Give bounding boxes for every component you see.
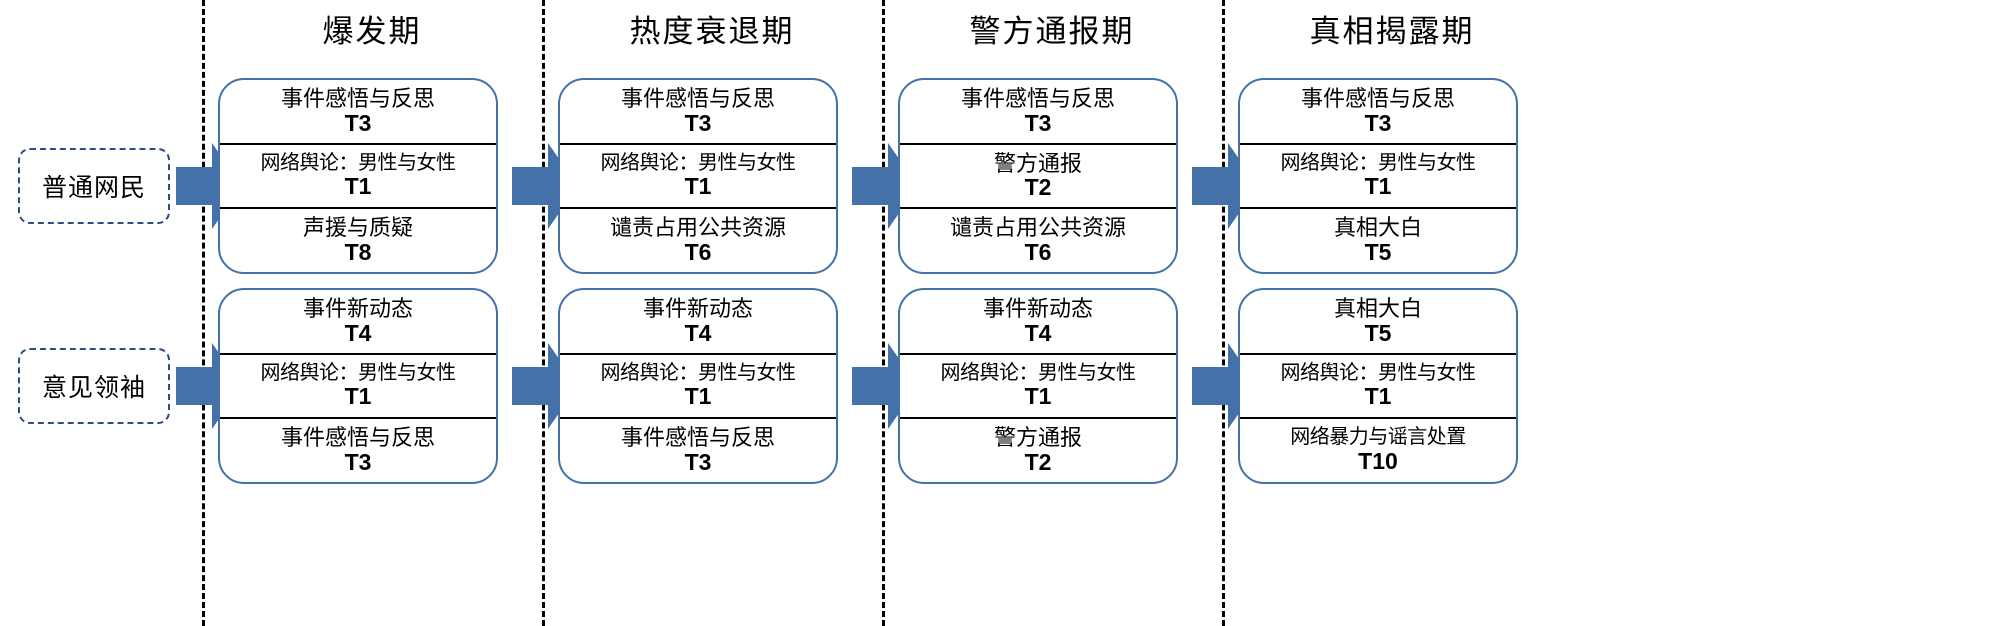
topic-title: 事件感悟与反思 bbox=[620, 86, 775, 112]
topic-code: T1 bbox=[1364, 173, 1392, 200]
topic-row[interactable]: 真相大白 T5 bbox=[1240, 209, 1516, 272]
topic-title: 声援与质疑 bbox=[302, 215, 413, 241]
topic-card[interactable]: 事件感悟与反思 T3 网络舆论：男性与女性 T1 谴责占用公共资源 T6 bbox=[558, 78, 838, 274]
topic-title: 谴责占用公共资源 bbox=[609, 215, 786, 241]
topic-code: T1 bbox=[344, 173, 372, 200]
topic-code: T3 bbox=[1364, 109, 1392, 136]
topic-row[interactable]: 谴责占用公共资源 T6 bbox=[560, 209, 836, 272]
phase-header-label: 爆发期 bbox=[322, 14, 422, 49]
topic-title: 事件感悟与反思 bbox=[1300, 86, 1455, 112]
topic-row[interactable]: 警方通报 T2 bbox=[900, 145, 1176, 210]
topic-code: T1 bbox=[1024, 383, 1052, 410]
topic-title: 网络舆论：男性与女性 bbox=[1280, 361, 1477, 384]
actor-label-ordinary-netizen: 普通网民 bbox=[18, 148, 170, 224]
topic-row[interactable]: 网络舆论：男性与女性 T1 bbox=[1240, 355, 1516, 420]
phase-header-3: 警方通报期 bbox=[882, 8, 1222, 56]
topic-card[interactable]: 事件感悟与反思 T3 网络舆论：男性与女性 T1 真相大白 T5 bbox=[1238, 78, 1518, 274]
topic-code: T1 bbox=[1364, 383, 1392, 410]
phase-header-1: 爆发期 bbox=[202, 8, 542, 56]
topic-row[interactable]: 网络舆论：男性与女性 T1 bbox=[560, 355, 836, 420]
topic-row[interactable]: 事件新动态 T4 bbox=[560, 290, 836, 355]
topic-title: 事件感悟与反思 bbox=[620, 425, 775, 451]
topic-title: 网络舆论：男性与女性 bbox=[600, 361, 797, 384]
topic-title: 事件感悟与反思 bbox=[280, 425, 435, 451]
topic-row[interactable]: 网络舆论：男性与女性 T1 bbox=[1240, 145, 1516, 210]
phase-divider-1 bbox=[202, 0, 205, 626]
phase-header-label: 警方通报期 bbox=[969, 14, 1135, 49]
phase-header-4: 真相揭露期 bbox=[1222, 8, 1562, 56]
topic-row[interactable]: 事件感悟与反思 T3 bbox=[900, 80, 1176, 145]
topic-row[interactable]: 事件感悟与反思 T3 bbox=[1240, 80, 1516, 145]
topic-code: T8 bbox=[344, 239, 372, 266]
topic-row[interactable]: 事件新动态 T4 bbox=[900, 290, 1176, 355]
phase-header-label: 热度衰退期 bbox=[629, 14, 795, 49]
topic-code: T5 bbox=[1364, 239, 1392, 266]
topic-card[interactable]: 事件新动态 T4 网络舆论：男性与女性 T1 事件感悟与反思 T3 bbox=[558, 288, 838, 484]
topic-card[interactable]: 事件感悟与反思 T3 网络舆论：男性与女性 T1 声援与质疑 T8 bbox=[218, 78, 498, 274]
topic-card[interactable]: 事件感悟与反思 T3 警方通报 T2 谴责占用公共资源 T6 bbox=[898, 78, 1178, 274]
topic-code: T2 bbox=[1024, 174, 1052, 201]
topic-code: T1 bbox=[344, 383, 372, 410]
topic-code: T10 bbox=[1358, 448, 1398, 475]
topic-code: T1 bbox=[684, 383, 712, 410]
topic-row[interactable]: 网络舆论：男性与女性 T1 bbox=[900, 355, 1176, 420]
topic-title: 网络舆论：男性与女性 bbox=[940, 361, 1137, 384]
topic-row[interactable]: 声援与质疑 T8 bbox=[220, 209, 496, 272]
topic-title: 网络舆论：男性与女性 bbox=[260, 361, 457, 384]
topic-row[interactable]: 事件感悟与反思 T3 bbox=[220, 419, 496, 482]
phase-header-2: 热度衰退期 bbox=[542, 8, 882, 56]
topic-title: 事件新动态 bbox=[982, 296, 1093, 322]
topic-title: 网络舆论：男性与女性 bbox=[600, 151, 797, 174]
topic-title: 网络舆论：男性与女性 bbox=[260, 151, 457, 174]
topic-row[interactable]: 谴责占用公共资源 T6 bbox=[900, 209, 1176, 272]
topic-row[interactable]: 真相大白 T5 bbox=[1240, 290, 1516, 355]
phase-divider-4 bbox=[1222, 0, 1225, 626]
phase-divider-2 bbox=[542, 0, 545, 626]
topic-code: T6 bbox=[1024, 239, 1052, 266]
topic-row[interactable]: 网络舆论：男性与女性 T1 bbox=[560, 145, 836, 210]
topic-title: 网络暴力与谣言处置 bbox=[1290, 426, 1466, 449]
phase-divider-3 bbox=[882, 0, 885, 626]
topic-title: 事件感悟与反思 bbox=[280, 86, 435, 112]
topic-title: 警方通报 bbox=[993, 150, 1082, 176]
topic-title: 警方通报 bbox=[993, 425, 1082, 451]
topic-code: T2 bbox=[1024, 449, 1052, 476]
topic-row[interactable]: 网络舆论：男性与女性 T1 bbox=[220, 355, 496, 420]
topic-code: T1 bbox=[684, 173, 712, 200]
topic-row[interactable]: 网络舆论：男性与女性 T1 bbox=[220, 145, 496, 210]
topic-card[interactable]: 事件新动态 T4 网络舆论：男性与女性 T1 事件感悟与反思 T3 bbox=[218, 288, 498, 484]
topic-row[interactable]: 事件感悟与反思 T3 bbox=[560, 419, 836, 482]
topic-code: T4 bbox=[344, 319, 372, 346]
actor-label-text: 意见领袖 bbox=[41, 375, 146, 402]
topic-code: T3 bbox=[684, 449, 712, 476]
topic-title: 真相大白 bbox=[1333, 215, 1422, 241]
topic-title: 谴责占用公共资源 bbox=[949, 215, 1126, 241]
topic-code: T3 bbox=[344, 449, 372, 476]
topic-card[interactable]: 事件新动态 T4 网络舆论：男性与女性 T1 警方通报 T2 bbox=[898, 288, 1178, 484]
topic-row[interactable]: 网络暴力与谣言处置 T10 bbox=[1240, 419, 1516, 482]
topic-row[interactable]: 事件新动态 T4 bbox=[220, 290, 496, 355]
topic-title: 事件新动态 bbox=[302, 296, 413, 322]
topic-code: T6 bbox=[684, 239, 712, 266]
topic-title: 事件感悟与反思 bbox=[960, 86, 1115, 112]
phase-header-label: 真相揭露期 bbox=[1309, 14, 1475, 49]
topic-title: 真相大白 bbox=[1333, 296, 1422, 322]
topic-row[interactable]: 警方通报 T2 bbox=[900, 419, 1176, 482]
topic-title: 网络舆论：男性与女性 bbox=[1280, 151, 1477, 174]
topic-code: T4 bbox=[684, 319, 712, 346]
actor-label-opinion-leader: 意见领袖 bbox=[18, 348, 170, 424]
topic-row[interactable]: 事件感悟与反思 T3 bbox=[560, 80, 836, 145]
topic-code: T4 bbox=[1024, 319, 1052, 346]
topic-code: T3 bbox=[1024, 109, 1052, 136]
actor-label-text: 普通网民 bbox=[41, 175, 146, 202]
topic-title: 事件新动态 bbox=[642, 296, 753, 322]
topic-code: T3 bbox=[684, 109, 712, 136]
topic-row[interactable]: 事件感悟与反思 T3 bbox=[220, 80, 496, 145]
topic-code: T3 bbox=[344, 109, 372, 136]
topic-code: T5 bbox=[1364, 319, 1392, 346]
topic-card[interactable]: 真相大白 T5 网络舆论：男性与女性 T1 网络暴力与谣言处置 T10 bbox=[1238, 288, 1518, 484]
